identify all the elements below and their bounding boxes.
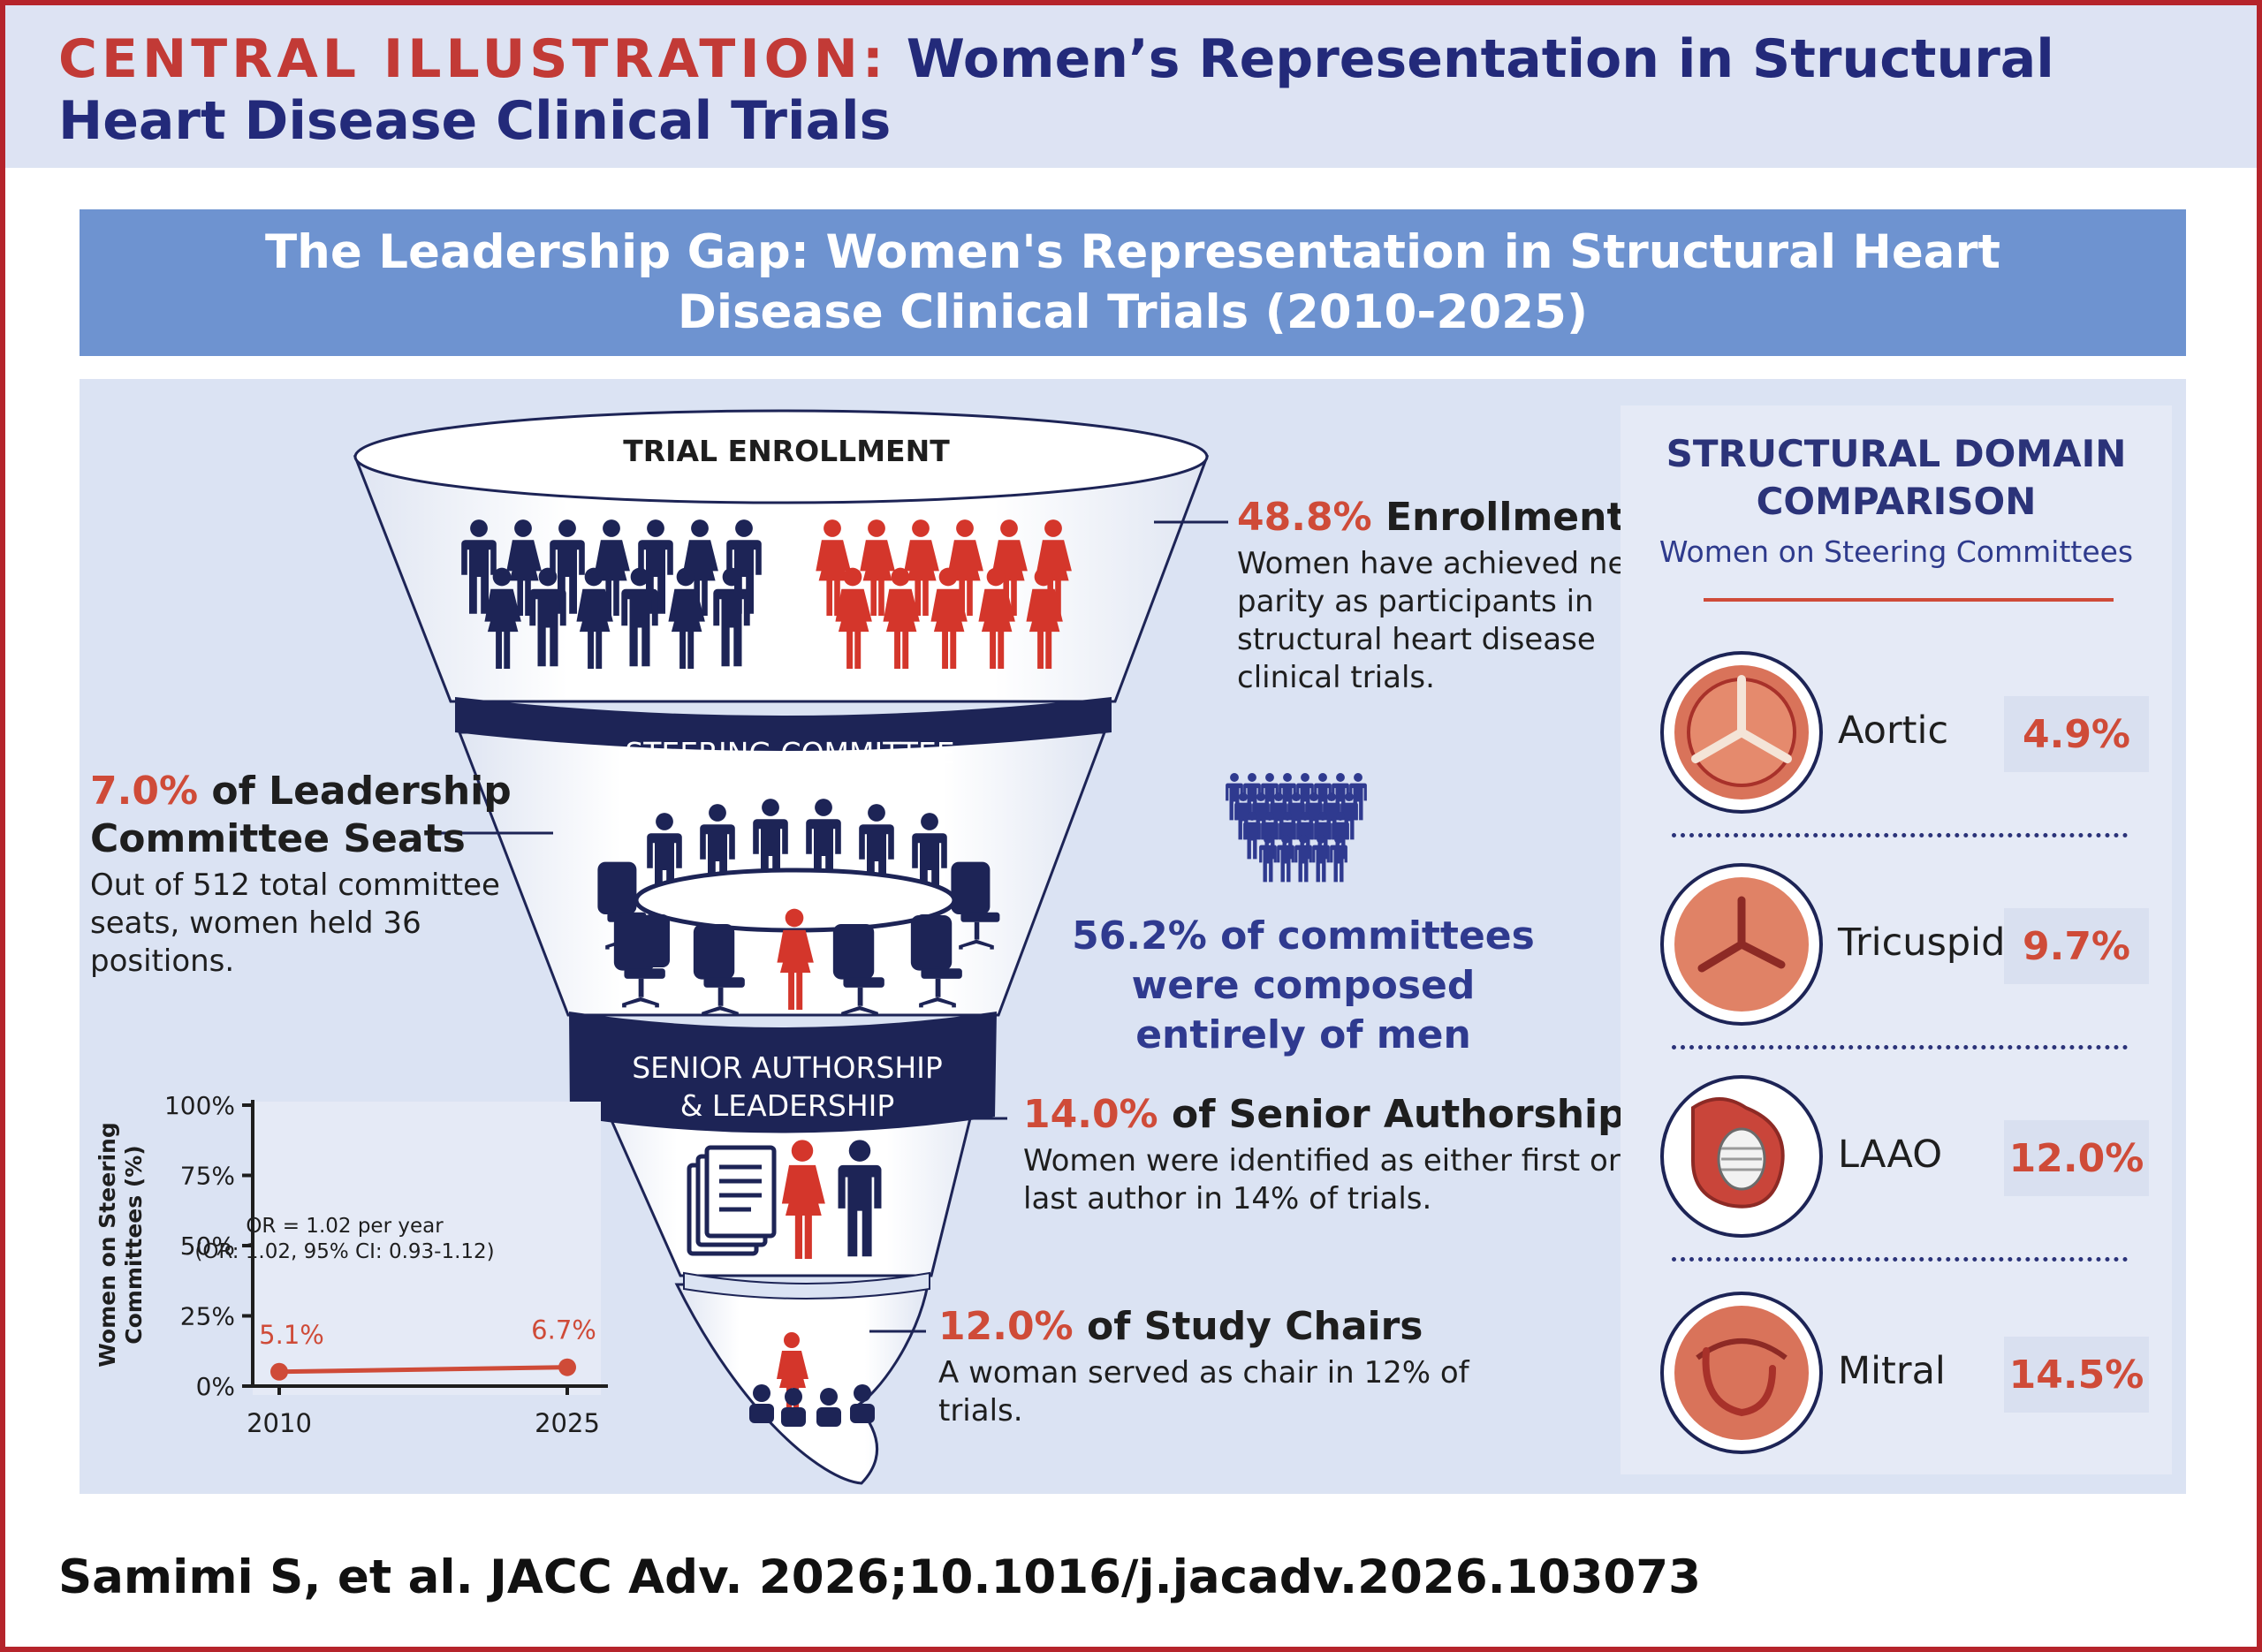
chart-axes: 0% 25% 50% 75% 100% 2010 2025 [164, 1091, 608, 1438]
domain-row-mitral: Mitral 14.5% [1621, 1289, 2172, 1457]
sidebar-divider [1704, 598, 2114, 602]
tier-enrollment-label: TRIAL ENROLLMENT [623, 434, 950, 468]
chart-annotation-line1: OR = 1.02 per year [246, 1215, 444, 1238]
chairs-label: of Study Chairs [1086, 1304, 1423, 1349]
authorship-description: Women were identified as either first or… [1023, 1143, 1621, 1216]
documents-icon [687, 1145, 777, 1256]
chart-annotation-line2: (OR: 1.02, 95% CI: 0.93-1.12) [194, 1240, 494, 1263]
domain-separator [1672, 1257, 2128, 1262]
funnel-diagram: TRIAL ENROLLMENT STEERING COMMITTEE SENI… [353, 409, 1367, 1485]
mitral-valve-icon [1660, 1292, 1823, 1454]
header: CENTRAL ILLUSTRATION: Women’s Representa… [5, 5, 2257, 168]
sidebar-subtitle: Women on Steering Committees [1659, 534, 2134, 569]
tier-authorship-label-line2: & LEADERSHIP [680, 1088, 895, 1123]
domain-comparison-sidebar: STRUCTURAL DOMAIN COMPARISON Women on St… [1621, 405, 2172, 1474]
sidebar-title-line1: STRUCTURAL DOMAIN [1666, 432, 2127, 475]
chart-y-tick-label: 25% [180, 1302, 235, 1331]
chart-plot-bg [253, 1102, 601, 1395]
chart-y-tick-label: 100% [164, 1091, 235, 1120]
study-chair-icon [749, 1332, 875, 1427]
chart-data-label: 5.1% [259, 1320, 324, 1350]
domain-value-mitral: 14.5% [2004, 1337, 2149, 1413]
enrollment-label: Enrollment [1385, 495, 1626, 540]
sidebar-title: STRUCTURAL DOMAIN COMPARISON [1621, 430, 2172, 526]
chart-data-point [558, 1358, 576, 1376]
domain-value-tricuspid: 9.7% [2004, 908, 2149, 984]
main-panel: TRIAL ENROLLMENT STEERING COMMITTEE SENI… [80, 379, 2186, 1494]
domain-separator [1672, 833, 2128, 837]
chart-y-tick-label: 0% [196, 1372, 235, 1401]
domain-value-laao: 12.0% [2004, 1120, 2149, 1196]
domain-name-mitral: Mitral [1838, 1349, 1946, 1393]
enrollment-value: 48.8% [1237, 495, 1372, 540]
chart-ylabel-line2: Committees (%) [121, 1145, 147, 1345]
authorship-stat: 14.0% of Senior Authorship Women were id… [1023, 1091, 1642, 1218]
chart-data-point [270, 1362, 288, 1381]
aortic-valve-icon [1660, 651, 1823, 814]
enrollment-description: Women have achieved near-parity as parti… [1237, 546, 1666, 695]
chart-series-line [278, 1365, 568, 1375]
chart-ylabel-line1: Women on Steering [95, 1122, 120, 1368]
authorship-label: of Senior Authorship [1171, 1092, 1626, 1137]
figure-title-text: Women’s Representation in Structural Hea… [58, 28, 2054, 152]
leadership-description: Out of 512 total committee seats, women … [90, 868, 500, 979]
domain-row-laao: LAAO 12.0% [1621, 1072, 2172, 1240]
trend-chart: 0% 25% 50% 75% 100% 2010 2025 5.1% 6.7% OR = 1.… [95, 1091, 608, 1438]
domain-row-aortic: Aortic 4.9% [1621, 648, 2172, 816]
chart-data-label: 6.7% [531, 1315, 596, 1345]
chart-x-tick-label: 2025 [535, 1408, 600, 1438]
authorship-value: 14.0% [1023, 1092, 1158, 1137]
all-male-committee-crowd-icon [1226, 773, 1367, 883]
laao-device-icon [1660, 1075, 1823, 1238]
domain-separator [1672, 1045, 2128, 1050]
chart-y-tick-label: 50% [180, 1231, 235, 1261]
all-male-committees-stat: 56.2% of committees were composed entire… [1072, 913, 1535, 1057]
chart-x-tick-label: 2010 [247, 1408, 312, 1438]
tier-steering-label: STEERING COMMITTEE [625, 736, 954, 770]
central-illustration-tag: CENTRAL ILLUSTRATION: [58, 28, 888, 90]
domain-value-aortic: 4.9% [2004, 696, 2149, 772]
domain-name-tricuspid: Tricuspid [1838, 921, 2006, 965]
chairs-value: 12.0% [938, 1304, 1074, 1349]
enrollment-stat: 48.8% Enrollment Women have achieved nea… [1237, 494, 1679, 697]
domain-name-laao: LAAO [1838, 1133, 1943, 1177]
tricuspid-valve-icon [1660, 863, 1823, 1026]
leadership-value: 7.0% [90, 769, 199, 814]
banner-title: The Leadership Gap: Women's Representati… [264, 225, 2001, 339]
banner: The Leadership Gap: Women's Representati… [80, 209, 2186, 356]
enrollment-label-bg [629, 425, 1051, 466]
chairs-description: A woman served as chair in 12% of trials… [938, 1355, 1469, 1428]
citation: Samimi S, et al. JACC Adv. 2026;10.1016/… [58, 1550, 1702, 1604]
leader-lines [429, 520, 1228, 1333]
sidebar-title-line2: COMPARISON [1756, 480, 2037, 523]
tier-authorship-label-line1: SENIOR AUTHORSHIP [632, 1050, 943, 1085]
leadership-label: of Leadership Committee Seats [90, 769, 512, 861]
leadership-stat: 7.0% of Leadership Committee Seats Out o… [90, 768, 550, 981]
figure-title: CENTRAL ILLUSTRATION: Women’s Representa… [58, 28, 2214, 152]
domain-name-aortic: Aortic [1838, 709, 1949, 753]
chart-y-tick-label: 75% [180, 1162, 235, 1191]
domain-row-tricuspid: Tricuspid 9.7% [1621, 860, 2172, 1028]
study-chairs-stat: 12.0% of Study Chairs A woman served as … [938, 1303, 1486, 1430]
committee-table-icon [597, 799, 1000, 1017]
